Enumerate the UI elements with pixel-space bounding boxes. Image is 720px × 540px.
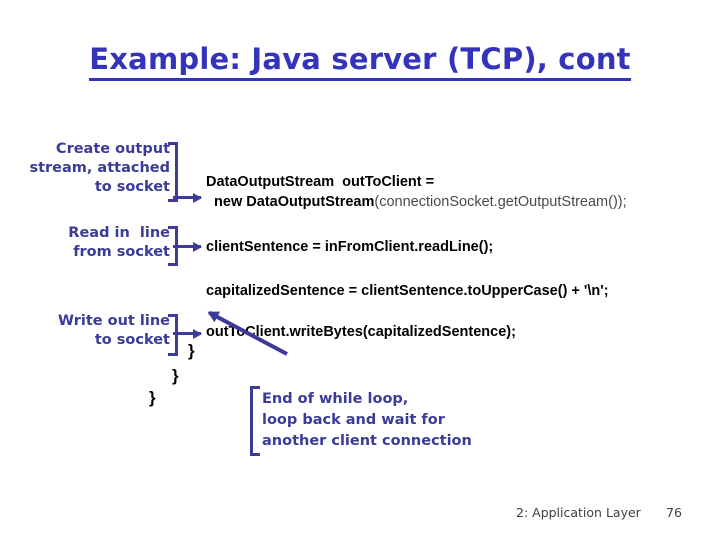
code-line-2-text: clientSentence = inFromClient.readLine()… — [206, 239, 494, 255]
closing-brace-middle: } — [172, 366, 179, 385]
closing-brace-outer: } — [149, 388, 156, 407]
bracket-end-of-while-loop — [250, 386, 260, 456]
bracket-create-output-stream — [168, 142, 178, 202]
page-title: Example: Java server (TCP), cont — [0, 42, 720, 81]
bracket-write-out-line — [168, 314, 178, 356]
arrow-create-output-stream — [173, 192, 202, 203]
arrow-read-in-line — [173, 241, 202, 252]
code-line-3-text: capitalizedSentence = clientSentence.toU… — [206, 283, 609, 299]
code-line-data-output-stream: DataOutputStream outToClient = new DataO… — [206, 172, 627, 212]
code-line-1-part-c: (connectionSocket.getOutputStream()); — [374, 194, 627, 210]
code-line-1-part-a: DataOutputStream outToClient = — [206, 174, 435, 190]
code-line-4-text: outToClient.writeBytes(capitalizedSenten… — [206, 324, 516, 340]
annotation-create-output-stream: Create output stream, attached to socket — [29, 141, 170, 195]
closing-brace-inner: } — [188, 341, 195, 360]
code-line-capitalized-sentence: capitalizedSentence = clientSentence.toU… — [206, 281, 609, 301]
code-line-1-part-b: new DataOutputStream — [206, 194, 375, 210]
footer-chapter-label: 2: Application Layer — [516, 505, 641, 520]
page-title-text: Example: Java server (TCP), cont — [89, 42, 631, 81]
code-line-client-sentence: clientSentence = inFromClient.readLine()… — [206, 237, 493, 257]
annotation-write-out-line: Write out line to socket — [57, 313, 170, 348]
arrow-write-out-line — [173, 328, 202, 339]
code-line-write-bytes: outToClient.writeBytes(capitalizedSenten… — [206, 322, 516, 342]
annotation-read-in-line: Read in line from socket — [68, 225, 170, 260]
footer-page-number: 76 — [666, 505, 682, 520]
annotation-end-of-while-loop: End of while loop, loop back and wait fo… — [262, 391, 472, 449]
